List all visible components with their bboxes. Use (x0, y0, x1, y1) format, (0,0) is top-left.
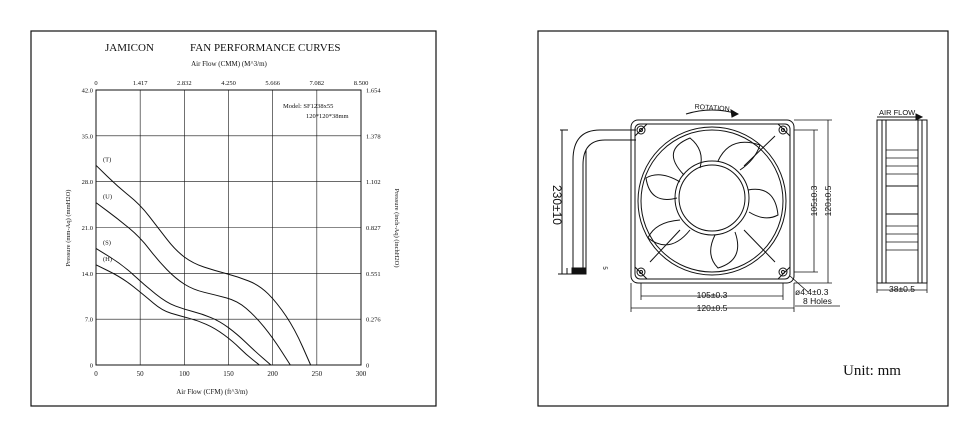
y-tick-label: 28.0 (82, 179, 93, 186)
x2-tick-label: 0 (94, 80, 97, 87)
performance-chart: 00501.4171002.8321504.2502005.6662507.08… (82, 80, 382, 378)
y-tick-label: 0 (90, 363, 93, 370)
series-line-3 (95, 264, 260, 366)
y2-tick-label: 0 (366, 363, 369, 370)
x2-tick-label: 5.666 (265, 80, 280, 87)
x-tick-label: 50 (137, 370, 145, 378)
model-label: Model: SF1238x55 (283, 103, 333, 110)
airflow-arrow-icon (877, 113, 924, 121)
y2-tick-label: 0.827 (366, 225, 381, 232)
x-tick-label: 150 (223, 370, 234, 378)
hole-count-label: 8 Holes (803, 296, 832, 306)
chart-series-labels: (T) (U) (S) (H) (103, 156, 112, 263)
series-line-0 (95, 164, 312, 366)
rotation-label: ROTATION (694, 104, 730, 113)
y2-tick-label: 1.654 (366, 88, 381, 95)
series-line-1 (95, 202, 291, 366)
series-label: (U) (103, 194, 112, 201)
y2-tick-label: 1.378 (366, 133, 381, 140)
y-tick-label: 21.0 (82, 225, 93, 232)
x-tick-label: 100 (179, 370, 190, 378)
chart-grid (95, 89, 362, 366)
cable-length-label: 230±10 (550, 185, 564, 225)
series-label: (H) (103, 256, 112, 263)
x-tick-label: 300 (356, 370, 367, 378)
airflow-label: AIR FLOW (879, 108, 916, 117)
top-axis-label: Air Flow (CMM) (M^3/m) (191, 60, 267, 68)
depth-label: 38±0.5 (889, 284, 915, 294)
fan-side-view-fins (886, 149, 918, 251)
vertical-dimension-lines (794, 119, 832, 284)
chart-title: FAN PERFORMANCE CURVES (190, 42, 341, 54)
series-label: (T) (103, 156, 111, 163)
series-line-2 (95, 248, 272, 366)
y2-tick-label: 0.276 (366, 317, 381, 324)
x-tick-label: 0 (94, 370, 98, 378)
series-label: (S) (103, 239, 111, 246)
horizontal-dimension-lines (630, 275, 809, 312)
fan-front-view (630, 119, 795, 284)
x2-tick-label: 4.250 (221, 80, 236, 87)
hole-diameter-label: ø4.4±0.3 (795, 287, 829, 297)
cable-tip-label: 5 (601, 266, 607, 270)
chart-tick-labels: 00501.4171002.8321504.2502005.6662507.08… (82, 80, 382, 378)
model-size-label: 120*120*38mm (306, 113, 349, 120)
fan-cable (558, 129, 636, 275)
y-axis-label: Pressure (mm-Aq) (mmH2O) (65, 190, 72, 267)
y-tick-label: 14.0 (82, 271, 93, 278)
x2-tick-label: 7.082 (310, 80, 325, 87)
y-tick-label: 35.0 (82, 133, 93, 140)
rotation-arrow-icon (685, 109, 740, 118)
depth-dimension-lines (876, 283, 928, 293)
brand-label: JAMICON (105, 42, 154, 54)
chart-series (95, 164, 312, 366)
y2-tick-label: 0.551 (366, 271, 381, 278)
hole-spacing-vertical-label: 105±0.3 (809, 185, 819, 216)
height-label: 120±0.5 (823, 185, 833, 216)
x-tick-label: 250 (312, 370, 323, 378)
x2-tick-label: 1.417 (133, 80, 148, 87)
x-tick-label: 200 (267, 370, 278, 378)
y2-axis-label: Pressure (inch-Aq) (inchH2O) (393, 188, 400, 267)
y-tick-label: 42.0 (82, 88, 93, 95)
width-label: 120±0.5 (697, 303, 728, 313)
unit-label: Unit: mm (843, 363, 901, 379)
y2-tick-label: 1.102 (366, 179, 381, 186)
x2-tick-label: 2.832 (177, 80, 192, 87)
hole-spacing-horizontal-label: 105±0.3 (697, 290, 728, 300)
x-axis-label: Air Flow (CFM) (ft^3/m) (176, 388, 248, 396)
fan-side-view (876, 119, 928, 284)
chart-panel-frame (30, 30, 437, 407)
y-tick-label: 7.0 (85, 317, 93, 324)
drawing-panel-frame (537, 30, 949, 407)
x2-tick-label: 8.500 (354, 80, 369, 87)
